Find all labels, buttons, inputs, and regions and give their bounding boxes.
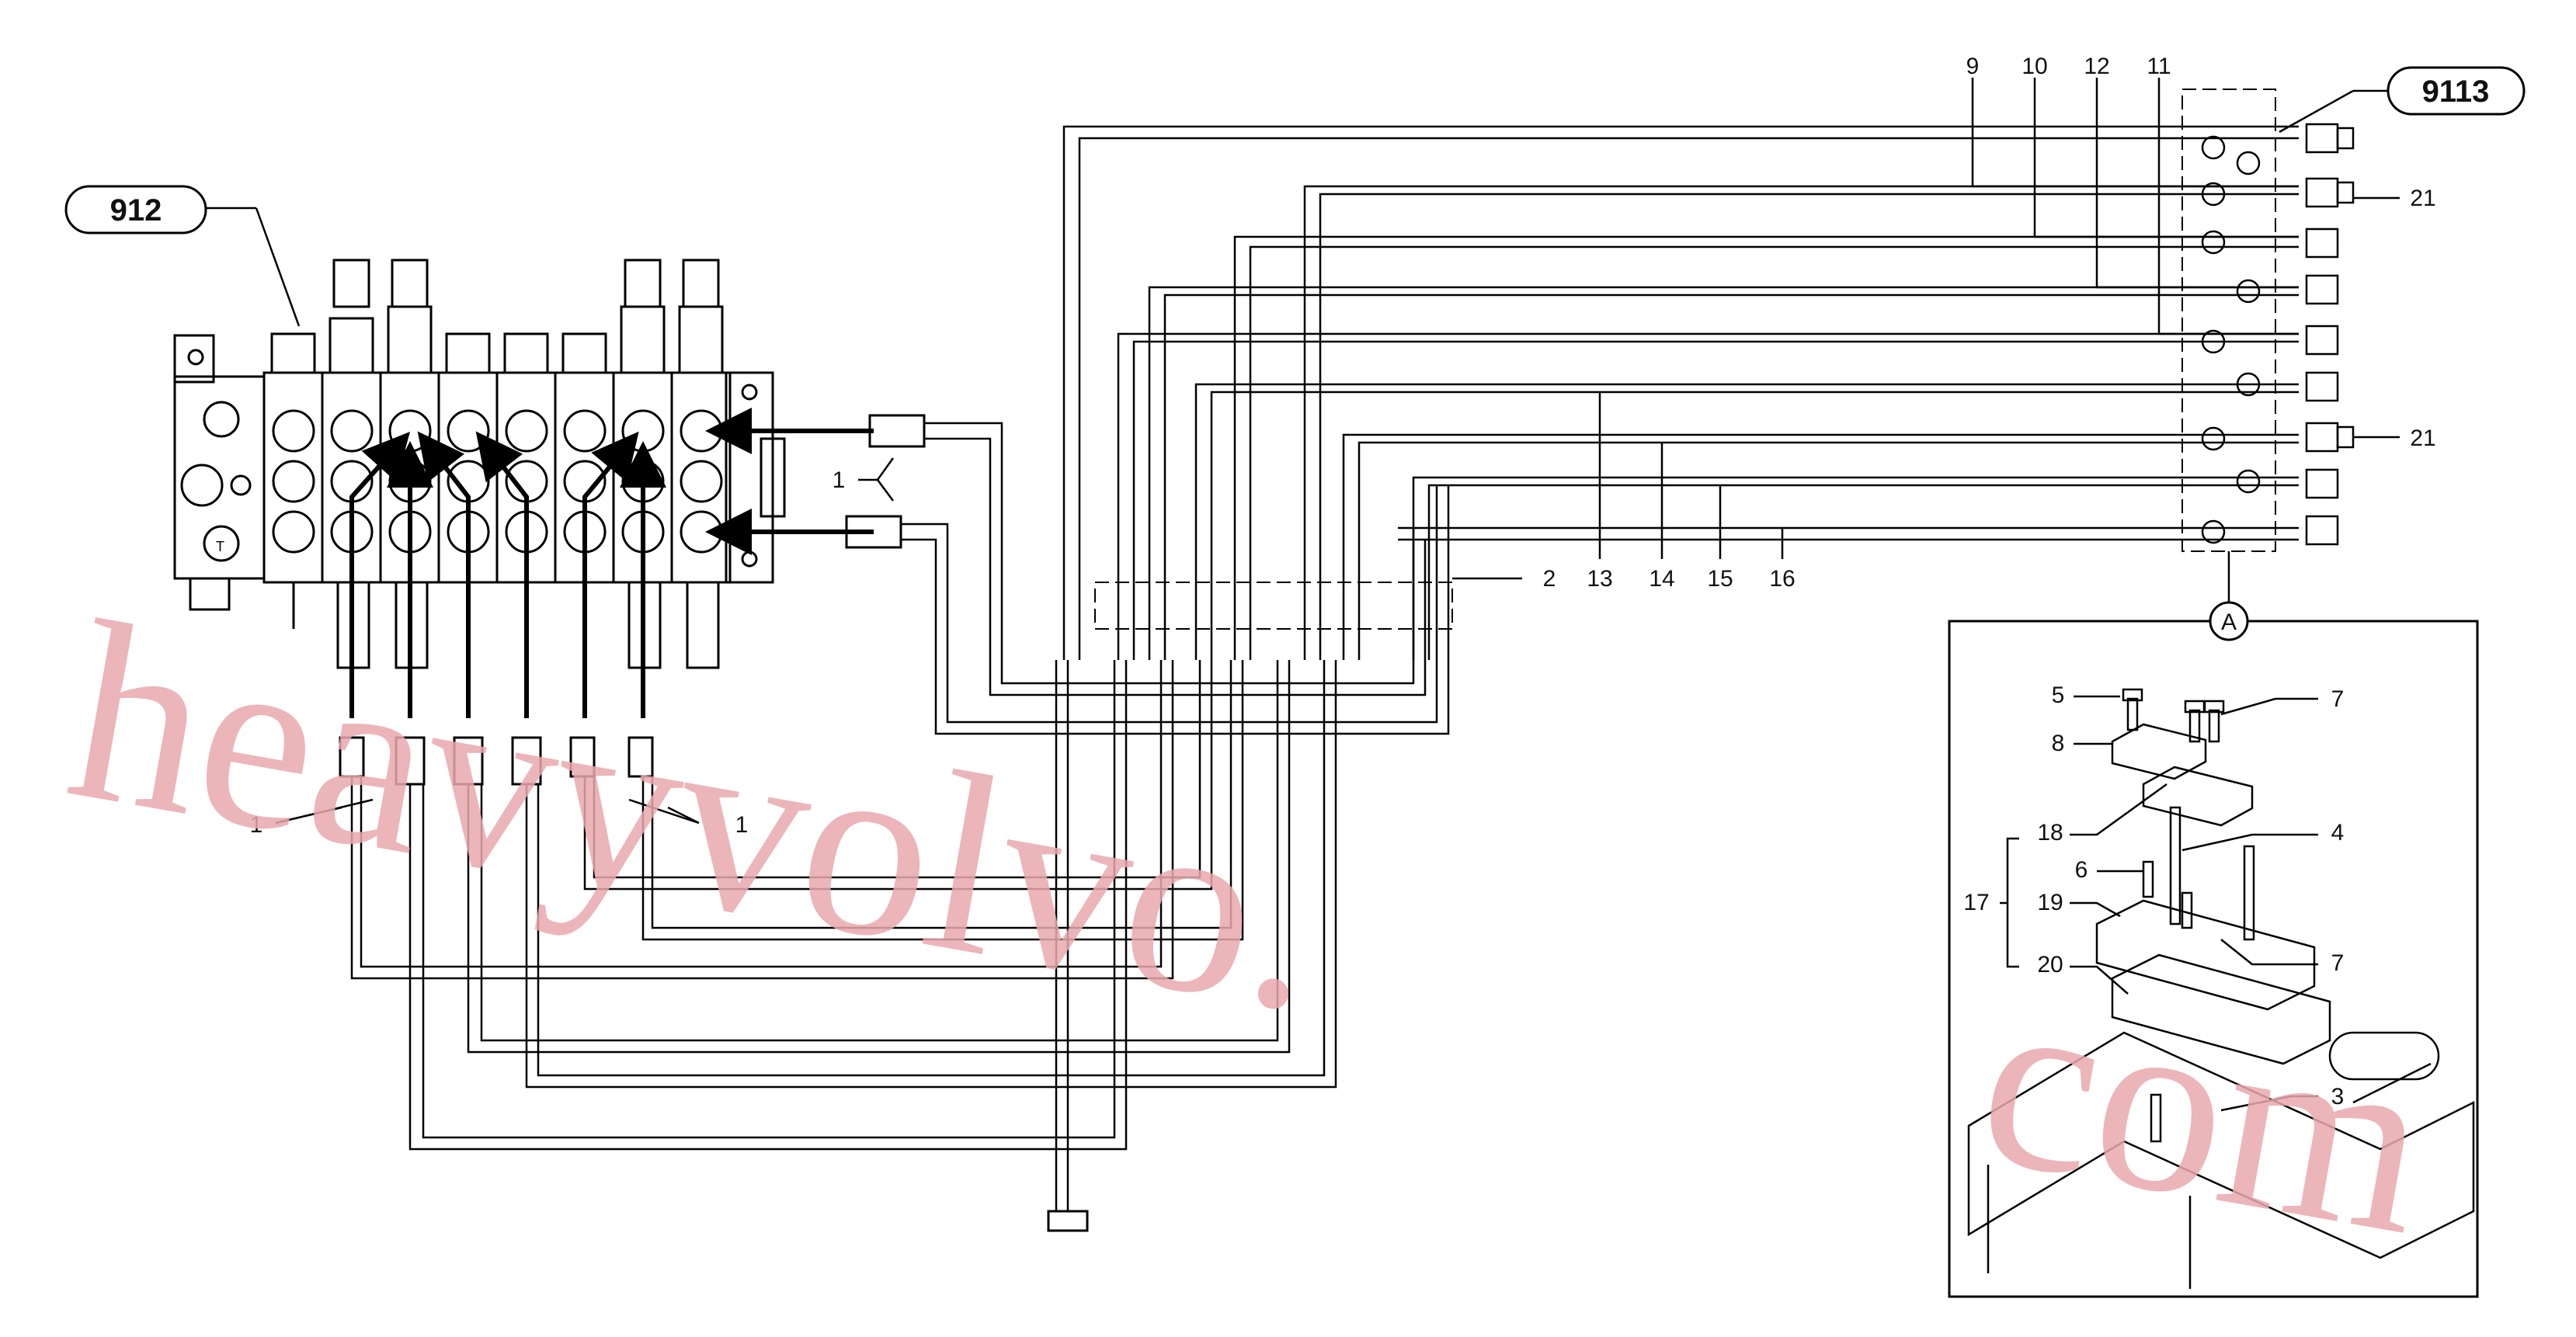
valve-sections [262,371,732,584]
callout-4: 4 [2331,820,2345,846]
callout-21-bottom: 21 [2410,425,2435,451]
callout-7-bottom: 7 [2331,950,2345,976]
detail-view-a: A [1948,551,2479,1298]
callout-14: 14 [1649,566,1674,592]
callout-10: 10 [2022,54,2047,79]
hose-routing [350,125,2299,1211]
callout-11: 11 [2147,54,2171,79]
callout-15: 15 [1707,566,1733,592]
drain-plug [1047,1210,1089,1232]
callout-13: 13 [1587,566,1612,592]
callout-6: 6 [2075,857,2088,883]
leader-lines [275,78,2400,825]
watermark: heavyvolvo. com [52,568,2446,1288]
svg-text:com: com [1962,932,2446,1288]
callout-5: 5 [2052,682,2065,708]
callout-19: 19 [2037,890,2063,915]
callout-20: 20 [2037,952,2063,978]
callout-3: 3 [2331,1084,2345,1110]
svg-text:9113: 9113 [2422,75,2490,109]
tag-912: 912 [64,185,301,327]
callout-17: 17 [1963,890,1989,915]
callout-1-right: 1 [833,467,846,493]
clamp-dashed-box [1094,89,2276,630]
callout-2: 2 [1543,566,1556,592]
callout-8: 8 [2052,731,2065,756]
callout-9: 9 [1966,54,1980,79]
callout-12: 12 [2084,54,2109,79]
callout-7-top: 7 [2331,686,2345,712]
detail-leaders [2000,695,2318,1112]
bulkhead-connectors [2201,123,2355,546]
callout-18: 18 [2037,820,2063,846]
svg-text:A: A [2221,609,2237,635]
hose-fittings-right [845,414,926,549]
flow-arrows [349,408,874,718]
tag-9113: 9113 [2279,66,2526,134]
svg-text:912: 912 [110,193,162,227]
callout-21-top: 21 [2410,186,2435,211]
callout-1-left: 1 [250,812,263,838]
svg-text:T: T [216,539,224,554]
callout-1-mid: 1 [735,812,749,838]
callout-16: 16 [1769,566,1795,592]
callout-numbers: 9 10 12 11 21 21 2 13 14 15 16 1 1 1 5 7… [250,54,2436,1110]
